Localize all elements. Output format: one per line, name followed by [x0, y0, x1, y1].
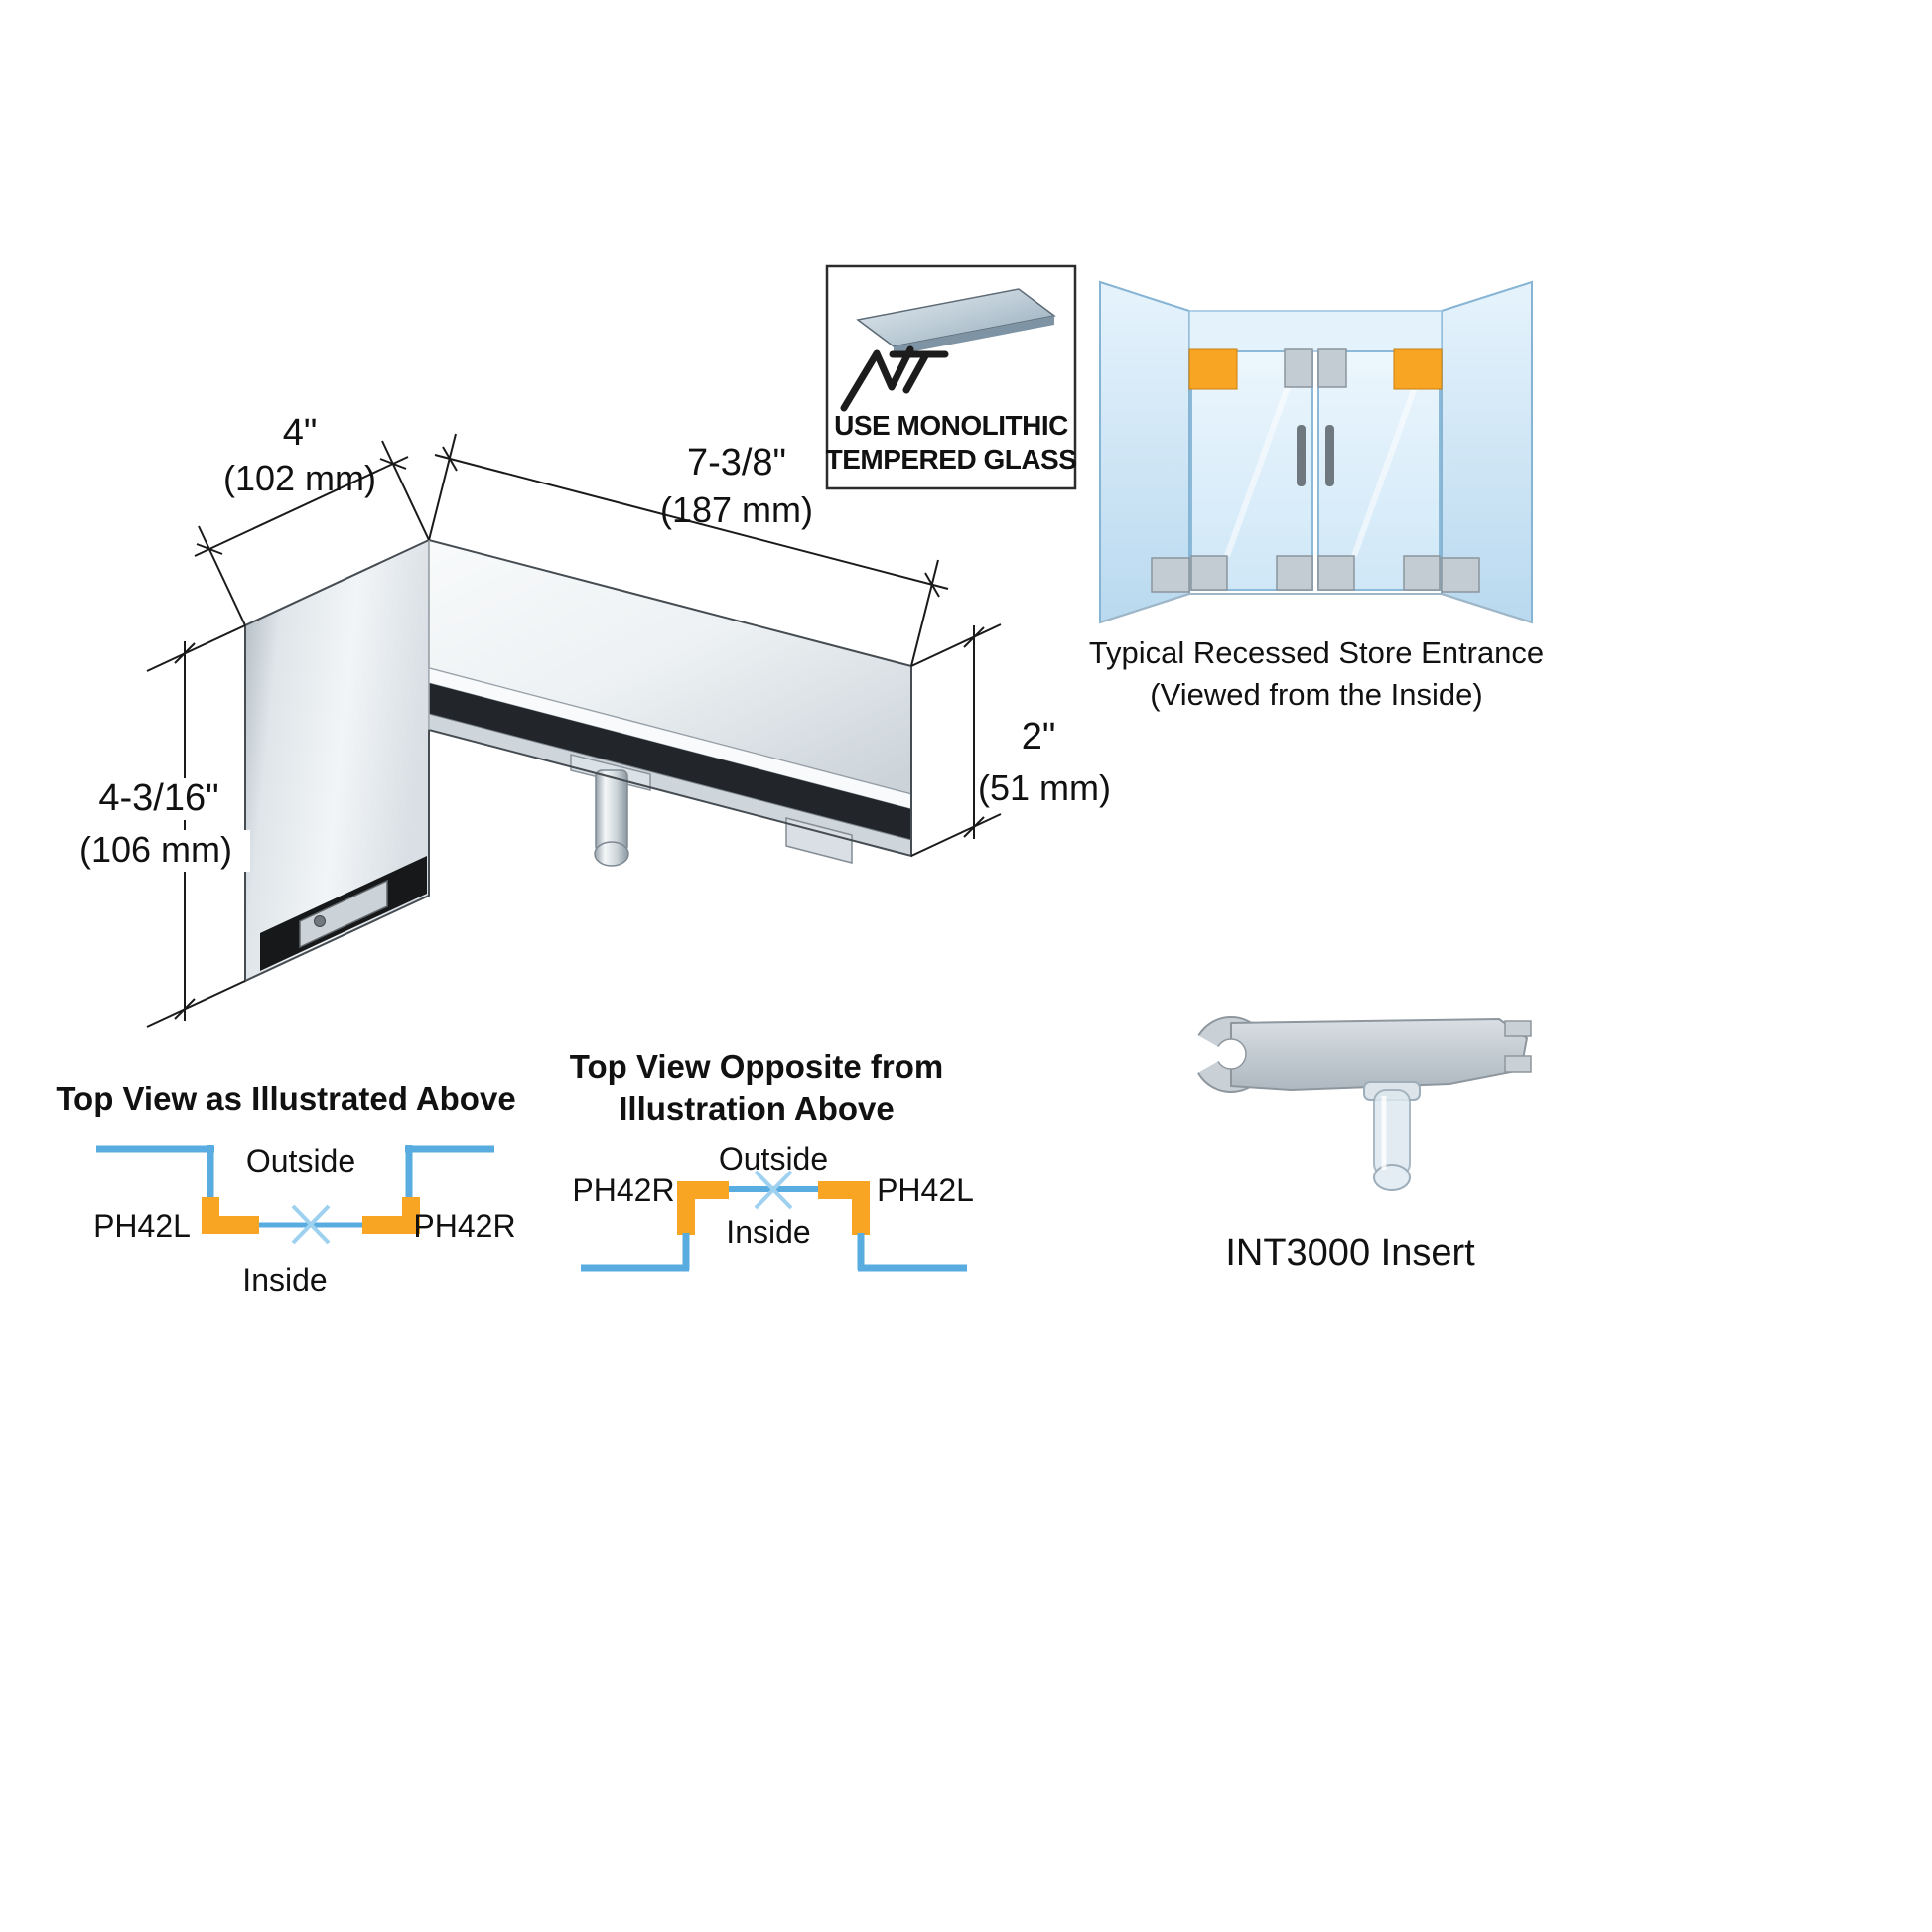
- dim-4in-lines: [194, 440, 430, 626]
- insert-fork-opening: [1172, 1021, 1231, 1088]
- dim-2in-mm-label: (51 mm): [978, 767, 1111, 808]
- pivot-foot: [594, 841, 629, 867]
- top-view-a-orange-fittings: [202, 1197, 420, 1234]
- chrome-patch-top-left: [1284, 348, 1313, 388]
- dim-2in-lines: [910, 623, 1002, 857]
- dim-738-lines: [428, 433, 949, 667]
- top-view-a-right-model-label: PH42R: [413, 1208, 515, 1244]
- entrance-caption-line1: Typical Recessed Store Entrance: [1089, 635, 1544, 670]
- top-view-a-diagram: Top View as Illustrated Above Outside PH…: [56, 1080, 515, 1298]
- dim-4316-mm-label: (106 mm): [79, 829, 232, 870]
- dim-738-mm-label: (187 mm): [660, 489, 813, 530]
- insert-pin-body: [1373, 1089, 1411, 1176]
- glass-pane-edge: [894, 316, 1054, 355]
- glass-note-line1: USE MONOLITHIC: [834, 410, 1068, 441]
- top-view-a-glass-lines: [96, 1145, 494, 1205]
- dim-738-label: 7-3/8": [687, 442, 786, 483]
- door-handle-left: [1297, 425, 1306, 486]
- top-view-b-glass-lines: [581, 1233, 967, 1272]
- channel-clamp-block: [785, 817, 853, 864]
- entrance-left-door: [1190, 350, 1313, 591]
- insert-pin-tip: [1373, 1164, 1411, 1191]
- top-view-b-left-model-label: PH42R: [572, 1173, 674, 1208]
- top-view-a-outside-label: Outside: [246, 1143, 355, 1178]
- dimension-annotations: [146, 433, 1002, 1028]
- top-view-b-pivot-x-icon: [754, 1170, 793, 1210]
- pivot-stem: [595, 769, 628, 853]
- entrance-caption-line2: (Viewed from the Inside): [1150, 677, 1482, 712]
- chrome-patch-top-right: [1317, 348, 1347, 388]
- dim-4in-tick-1: [196, 543, 223, 555]
- top-view-b-title-line1: Top View Opposite from: [570, 1048, 943, 1085]
- top-view-a-left-model-label: PH42L: [93, 1208, 191, 1244]
- top-view-a-inside-label: Inside: [242, 1262, 327, 1298]
- dim-4in-mm-label: (102 mm): [223, 458, 376, 498]
- dim-4in-tick-2: [379, 458, 407, 470]
- dim-4316-tick-1: [174, 642, 196, 664]
- top-view-a-pivot-x-icon: [291, 1204, 331, 1245]
- entrance-right-door: [1317, 350, 1441, 591]
- left-door-reflection: [1224, 371, 1296, 558]
- insert-tab-bottom: [1504, 1055, 1532, 1073]
- tempered-glass-note: USE MONOLITHIC TEMPERED GLASS: [826, 264, 1077, 490]
- insert-tab-top: [1504, 1020, 1532, 1037]
- top-view-b-diagram: Top View Opposite from Illustration Abov…: [570, 1048, 974, 1272]
- dim-4316-label: 4-3/16": [98, 777, 218, 819]
- dim-4in-label: 4": [283, 412, 318, 454]
- insert-plate: [1230, 1018, 1528, 1091]
- insert-caption: INT3000 Insert: [1225, 1232, 1475, 1274]
- dim-738-tick-2: [924, 572, 940, 598]
- top-view-b-outside-label: Outside: [719, 1141, 828, 1176]
- door-handle-right: [1325, 425, 1334, 486]
- chrome-bottom-patches: [1151, 555, 1480, 593]
- dim-4316-label-plate: [75, 778, 242, 820]
- tempered-glass-logo-icon: [840, 345, 949, 412]
- right-door-reflection: [1351, 371, 1423, 558]
- dim-4316-tick-2: [174, 998, 196, 1020]
- store-entrance-illustration: Typical Recessed Store Entrance (Viewed …: [1089, 280, 1544, 712]
- orange-patch-right: [1393, 348, 1443, 390]
- dim-2in-label: 2": [1022, 716, 1056, 758]
- entrance-floor-line: [1099, 593, 1533, 623]
- dim-738-tick-1: [442, 446, 458, 472]
- entrance-transom: [1188, 310, 1443, 352]
- dim-2in-tick-1: [963, 626, 985, 648]
- patch-fitting-illustration: [244, 538, 912, 983]
- dim-4316-lines: [146, 624, 246, 1028]
- leg-screw: [314, 915, 326, 927]
- fitting-outline: [244, 538, 912, 983]
- top-view-b-title-line2: Illustration Above: [619, 1090, 894, 1127]
- dim-4316-mm-label-plate: [62, 830, 250, 872]
- top-view-b-right-model-label: PH42L: [877, 1173, 974, 1208]
- int3000-insert-illustration: INT3000 Insert: [1172, 1016, 1532, 1274]
- dim-2in-tick-2: [963, 816, 985, 838]
- top-view-a-title: Top View as Illustrated Above: [56, 1080, 515, 1117]
- fitting-glass-slot: [429, 683, 911, 840]
- top-view-b-inside-label: Inside: [726, 1214, 810, 1250]
- top-view-b-orange-fittings: [677, 1181, 870, 1235]
- orange-patch-left: [1188, 348, 1238, 390]
- glass-note-line2: TEMPERED GLASS: [826, 444, 1077, 475]
- leg-glass-stop: [299, 879, 388, 949]
